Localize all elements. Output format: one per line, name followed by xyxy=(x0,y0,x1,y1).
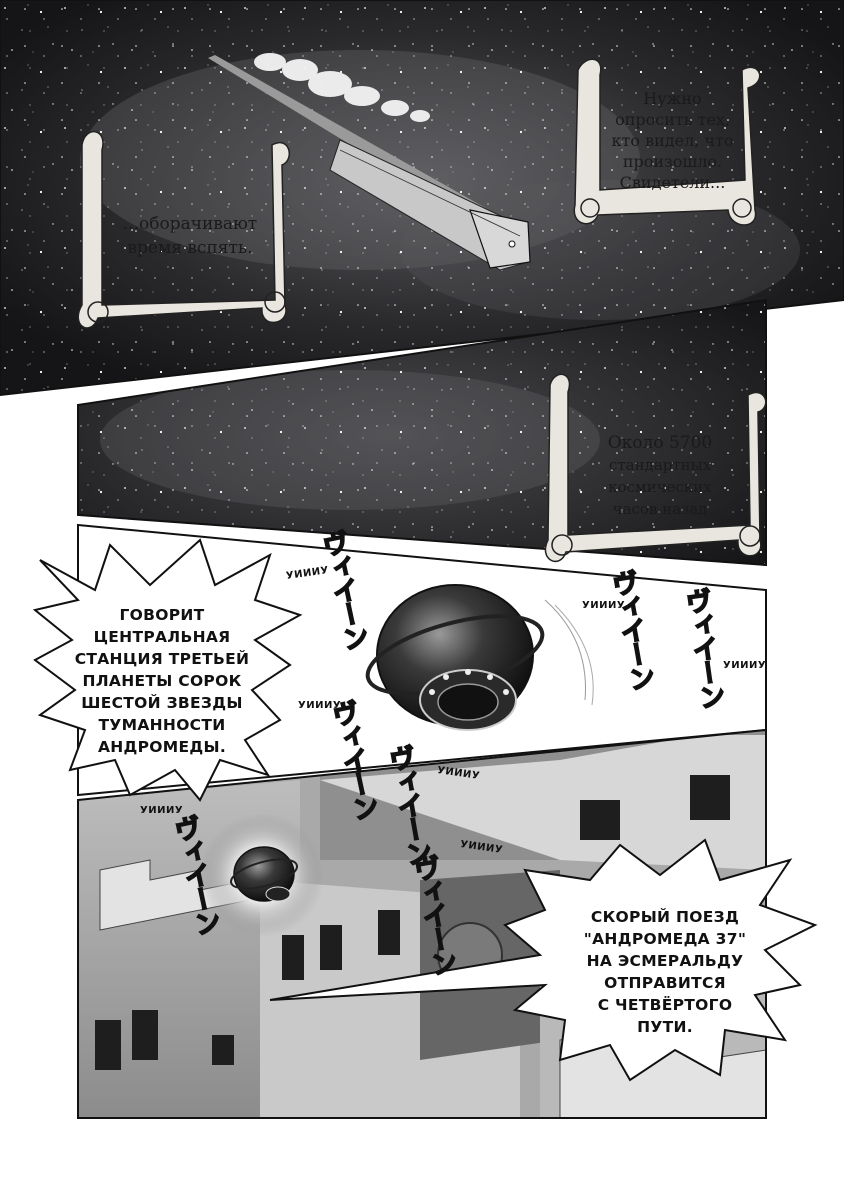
caption-line: время вспять. xyxy=(127,238,253,258)
speech-bubble-2: СКОРЫЙ ПОЕЗД "АНДРОМЕДА 37" НА ЭСМЕРАЛЬД… xyxy=(575,906,755,1038)
bubble-line: СКОРЫЙ ПОЕЗД xyxy=(590,908,740,926)
bubble-shape-2 xyxy=(269,838,818,1082)
caption-line: кто видел, что xyxy=(611,131,734,150)
bubble-line: НА ЭСМЕРАЛЬДУ xyxy=(586,952,744,970)
bubble-line: ГОВОРИТ xyxy=(119,606,205,624)
bubble-line: ОТПРАВИТСЯ xyxy=(604,974,726,992)
caption-scroll-1: Нужно опросить тех, кто видел, что произ… xyxy=(600,88,745,193)
space-probe-large xyxy=(365,584,594,731)
caption-line: космических xyxy=(608,478,712,496)
bubble-line: С ЧЕТВЁРТОГО xyxy=(597,996,733,1014)
sfx-label: УИИИУ xyxy=(298,700,342,711)
sfx-label: УИИИУ xyxy=(140,805,184,816)
scroll-shape-2 xyxy=(77,130,291,329)
sfx-label: УИИИУ xyxy=(723,660,767,671)
bubble-line: ШЕСТОЙ ЗВЕЗДЫ xyxy=(81,694,243,712)
caption-line: стандартных xyxy=(608,456,712,474)
bubble-line: ЦЕНТРАЛЬНАЯ xyxy=(93,628,231,646)
bubble-line: ПУТИ. xyxy=(637,1018,693,1036)
space-train xyxy=(208,55,531,271)
caption-scroll-3: Около 5700 стандартных космических часов… xyxy=(570,432,750,520)
caption-scroll-2: ...оборачивают время вспять. xyxy=(105,212,275,260)
scroll-shape-3 xyxy=(544,373,767,563)
caption-line: ...оборачивают xyxy=(122,214,258,234)
caption-line: произошло. xyxy=(622,152,723,171)
sfx-label: УИИИУ xyxy=(582,600,626,611)
space-panel-train xyxy=(0,0,844,395)
bubble-line: АНДРОМЕДЫ. xyxy=(97,738,227,756)
bubble-shape-1 xyxy=(32,538,303,802)
caption-line: Около 5700 xyxy=(607,433,713,453)
scroll-shape-1 xyxy=(573,58,761,226)
caption-line: Свидетели... xyxy=(619,173,726,192)
caption-line: Нужно xyxy=(643,89,702,108)
bubble-line: "АНДРОМЕДА 37" xyxy=(583,930,747,948)
caption-line: часов назад xyxy=(612,500,708,518)
caption-line: опросить тех, xyxy=(615,110,730,129)
bubble-line: ПЛАНЕТЫ СОРОК xyxy=(82,672,242,690)
bubble-line: ТУМАННОСТИ xyxy=(98,716,226,734)
speech-bubble-1: ГОВОРИТ ЦЕНТРАЛЬНАЯ СТАНЦИЯ ТРЕТЬЕЙ ПЛАН… xyxy=(62,604,262,758)
bubble-line: СТАНЦИЯ ТРЕТЬЕЙ xyxy=(74,650,250,668)
